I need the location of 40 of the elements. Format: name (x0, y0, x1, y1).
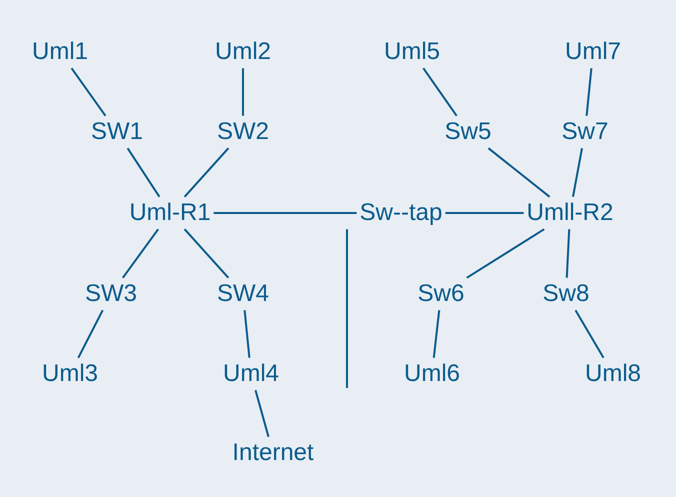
node-label: Uml2 (215, 38, 271, 66)
node-label: SW4 (217, 280, 269, 308)
node-label: SW2 (217, 118, 269, 146)
connector-line (488, 147, 550, 198)
connector-line (445, 212, 524, 214)
connector-line (184, 228, 230, 278)
connector-line (184, 148, 230, 198)
node-label: Internet (232, 440, 314, 466)
connector-line (77, 310, 104, 358)
node-label: Sw8 (542, 280, 590, 308)
connector-line (586, 68, 592, 116)
connector-line (432, 310, 440, 358)
connector-line (574, 310, 604, 358)
connector-line (466, 228, 545, 279)
node-label: Umll-R2 (526, 200, 614, 226)
node-label: Uml-R1 (129, 200, 211, 226)
connector-line (566, 229, 570, 278)
connector-line (242, 68, 244, 116)
node-label: Uml3 (42, 360, 98, 388)
connector-line (422, 68, 458, 116)
connector-line (70, 68, 106, 116)
node-label: SW1 (91, 118, 143, 146)
node-label: Uml1 (32, 38, 88, 66)
connector-line (122, 228, 160, 278)
connector-line (126, 148, 160, 198)
node-label: Sw6 (418, 280, 464, 308)
connector-line (214, 212, 357, 214)
connector-line (346, 229, 348, 388)
node-label: Uml6 (404, 360, 460, 388)
node-label: Sw5 (444, 118, 492, 146)
connector-line (254, 390, 270, 438)
node-label: Uml7 (565, 38, 621, 66)
node-label: Uml4 (223, 360, 279, 388)
node-label: Sw7 (562, 118, 608, 146)
node-label: Uml8 (585, 360, 641, 388)
connector-line (572, 148, 583, 197)
node-label: Sw--tap (360, 200, 442, 226)
connector-line (244, 310, 250, 358)
node-label: Uml5 (384, 38, 440, 66)
node-label: SW3 (85, 280, 137, 308)
